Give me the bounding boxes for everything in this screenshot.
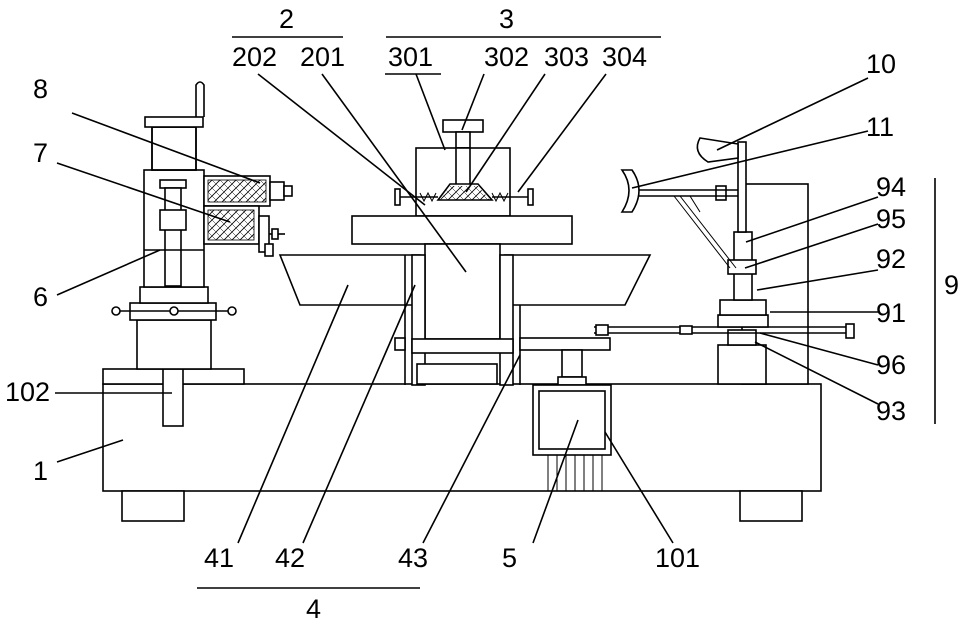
column-201 — [425, 244, 500, 339]
label-201: 201 — [300, 42, 345, 72]
block-95 — [728, 260, 756, 274]
label-303: 303 — [544, 42, 589, 72]
head-11 — [622, 170, 639, 212]
label-93: 93 — [876, 396, 906, 426]
left-assembly — [103, 82, 292, 426]
label-2: 2 — [279, 4, 294, 34]
label-95: 95 — [876, 204, 906, 234]
label-92: 92 — [876, 244, 906, 274]
label-10: 10 — [866, 49, 896, 79]
label-4: 4 — [306, 594, 321, 624]
label-91: 91 — [876, 298, 906, 328]
label-3: 3 — [499, 4, 514, 34]
handle-304 — [528, 189, 533, 205]
label-5: 5 — [502, 543, 517, 573]
label-8: 8 — [33, 74, 48, 104]
left-foot — [122, 491, 184, 521]
label-101: 101 — [655, 543, 700, 573]
label-301: 301 — [388, 42, 433, 72]
label-1: 1 — [33, 456, 48, 486]
label-43: 43 — [398, 543, 428, 573]
label-7: 7 — [33, 138, 48, 168]
label-94: 94 — [876, 172, 906, 202]
label-302: 302 — [484, 42, 529, 72]
label-6: 6 — [33, 282, 48, 312]
label-304: 304 — [602, 42, 647, 72]
label-96: 96 — [876, 350, 906, 380]
pin-102 — [163, 369, 183, 426]
label-9: 9 — [944, 270, 959, 300]
label-11: 11 — [866, 112, 894, 142]
base-body — [103, 384, 821, 521]
hopper-right — [505, 255, 650, 305]
label-41: 41 — [204, 543, 234, 573]
box-5 — [533, 385, 611, 455]
right-foot — [740, 491, 802, 521]
table-202 — [352, 216, 572, 244]
label-42: 42 — [275, 543, 305, 573]
hopper-left-41 — [280, 255, 420, 305]
label-202: 202 — [232, 42, 277, 72]
label-102: 102 — [5, 377, 50, 407]
